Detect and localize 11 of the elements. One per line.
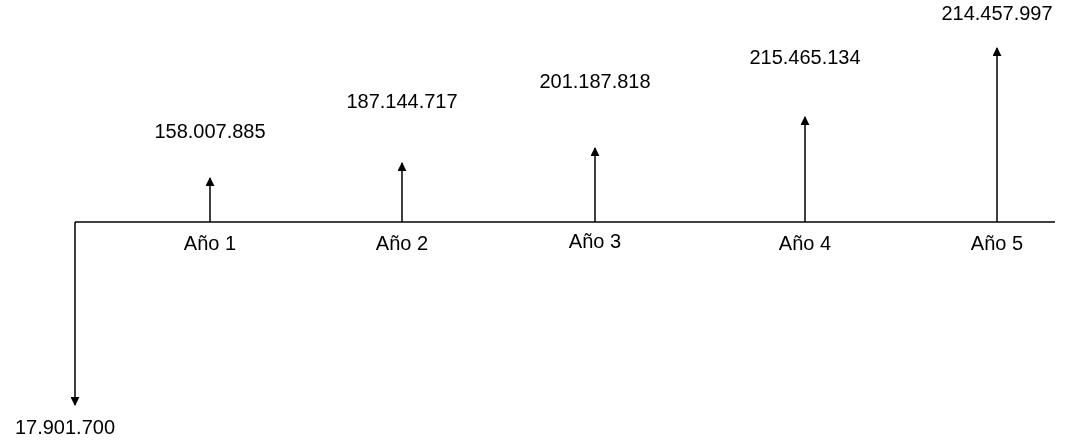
amount-label: 17.901.700 — [14, 416, 116, 438]
year-label: Año 5 — [970, 232, 1024, 254]
amount-label: 187.144.717 — [346, 90, 458, 112]
year-label: Año 4 — [778, 232, 832, 254]
amount-label: 214.457.997 — [941, 2, 1053, 24]
amount-label: 201.187.818 — [539, 70, 651, 92]
year-label: Año 2 — [375, 232, 429, 254]
amount-label: 158.007.885 — [154, 120, 266, 142]
year-label: Año 1 — [183, 232, 237, 254]
amount-label: 215.465.134 — [749, 46, 861, 68]
year-label: Año 3 — [568, 230, 622, 252]
